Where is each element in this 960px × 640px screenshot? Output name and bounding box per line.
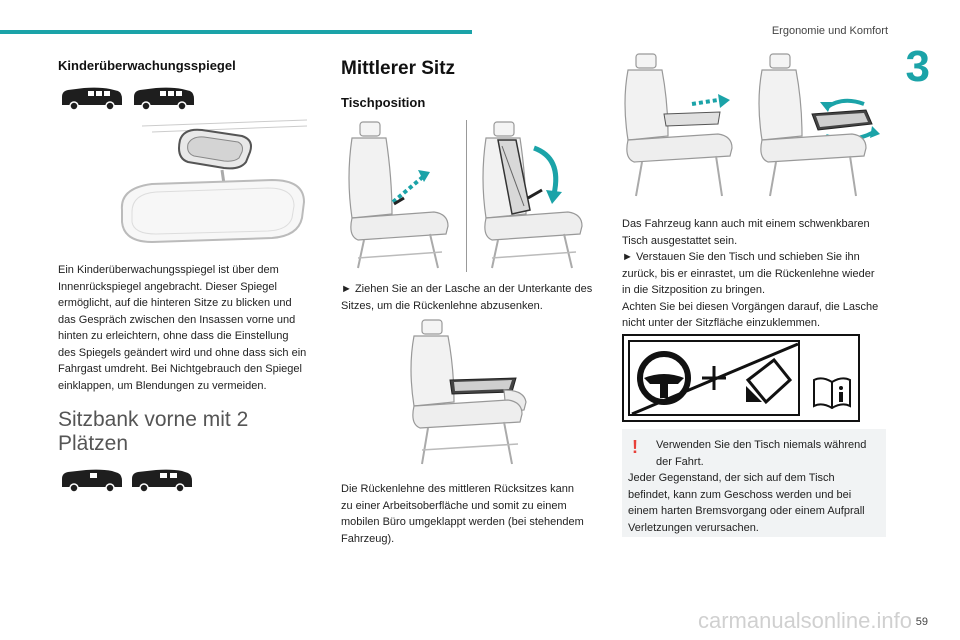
text-line: ► Verstauen Sie den Tisch und schieben S…: [622, 251, 860, 263]
text-line: ► Ziehen Sie an der Lasche an der Unterk…: [341, 283, 593, 295]
bench-heading-line: Plätzen: [58, 432, 129, 455]
swivel-table-text: Das Fahrzeug kann auch mit einem schwenk…: [622, 216, 890, 332]
seat-table-illustration: [410, 319, 527, 465]
mirror-heading: Kinderüberwachungsspiegel: [58, 58, 236, 73]
text-line: der Fahrt.: [656, 455, 704, 468]
text-line: das Gespräch zwischen den Insassen vorne…: [58, 313, 296, 326]
text-line: Die Rückenlehne des mittleren Rücksitzes…: [341, 483, 574, 495]
warning-text-continued: Jeder Gegenstand, der sich auf dem Tisch…: [628, 470, 884, 536]
text-line: Jeder Gegenstand, der sich auf dem Tisch: [628, 472, 835, 484]
text-line: einem harten Bremsvorgang oder einem Auf…: [628, 505, 865, 517]
text-line: Innenrückspiegel angebracht. Dieser Spie…: [58, 280, 277, 293]
chapter-number: 3: [905, 42, 930, 91]
header-accent-bar: [0, 30, 472, 34]
swivel-table-illustration-1: [624, 53, 733, 197]
text-line: Das Fahrzeug kann auch mit einem schwenk…: [622, 218, 870, 230]
text-line: Fahrgast umdreht. Bei Nichtgebrauch den …: [58, 363, 302, 375]
illustration-divider: [466, 120, 467, 272]
text-line: Achten Sie bei diesen Vorgängen darauf, …: [622, 300, 879, 313]
text-line: Sitzes, um die Rückenlehne abzusenken.: [341, 299, 543, 312]
bench-heading: Sitzbank vorne mit 2 Plätzen: [58, 408, 248, 456]
middle-seat-heading: Mittlerer Sitz: [341, 58, 456, 79]
text-line: Verletzungen verursachen.: [628, 521, 759, 534]
warning-text: der Fahrt.: [656, 454, 882, 471]
van-icon-4: [132, 469, 192, 493]
read-manual-icon: [813, 377, 851, 410]
text-line: befindet, kann zum Geschoss werden und b…: [628, 488, 852, 501]
text-line: zu einer Arbeitsoberfläche und somit zu …: [341, 499, 567, 512]
chapter-title: Ergonomie und Komfort: [771, 25, 888, 37]
no-driving-pictogram: [628, 340, 800, 416]
van-icon-2: [134, 87, 194, 111]
warning-pictogram-box: [622, 334, 860, 422]
mirror-illustration: [120, 119, 308, 244]
text-line: hinten zu erleichtern, ohne dass die Ein…: [58, 330, 289, 342]
warning-first-line: Verwenden Sie den Tisch niemals während: [656, 439, 867, 451]
lowering-instruction: ► Ziehen Sie an der Lasche an der Unterk…: [341, 281, 609, 314]
seat-lowering-illustration-1: [348, 121, 449, 269]
warning-box: ! Verwenden Sie den Tisch niemals währen…: [622, 429, 886, 537]
swivel-table-illustration-2: [758, 53, 880, 197]
table-position-heading: Tischposition: [341, 95, 426, 110]
bench-heading-line: Sitzbank vorne mit 2: [58, 408, 249, 431]
page-number: 59: [915, 616, 928, 628]
van-icon-3: [62, 469, 122, 493]
seat-lowering-illustration-2: [482, 121, 583, 269]
text-line: Ein Kinderüberwachungsspiegel ist über d…: [58, 264, 279, 276]
watermark: carmanualsonline.info: [697, 608, 912, 633]
mirror-paragraph: Ein Kinderüberwachungsspiegel ist über d…: [58, 262, 320, 394]
van-icon-1: [62, 87, 122, 111]
text-line: nicht unter der Sitzfläche einzuklemmen.: [622, 317, 821, 329]
text-line: mobilen Büro umgeklappt werden (bei steh…: [341, 516, 584, 528]
warning-icon: !: [632, 437, 638, 457]
text-line: in die Sitzposition zu bringen.: [622, 284, 766, 296]
text-line: Fahrzeug).: [341, 532, 395, 545]
text-line: des Spiegels geändert wird und ohne dass…: [58, 346, 307, 359]
workspace-description: Die Rückenlehne des mittleren Rücksitzes…: [341, 481, 609, 547]
text-line: einklappen, um Blendungen zu vermeiden.: [58, 379, 267, 392]
text-line: zurück, bis er einrastet, um die Rückenl…: [622, 267, 875, 280]
text-line: Tisch ausgestattet sein.: [622, 234, 738, 247]
text-line: ermöglicht, auf die hinteren Sitze zu bl…: [58, 297, 292, 309]
